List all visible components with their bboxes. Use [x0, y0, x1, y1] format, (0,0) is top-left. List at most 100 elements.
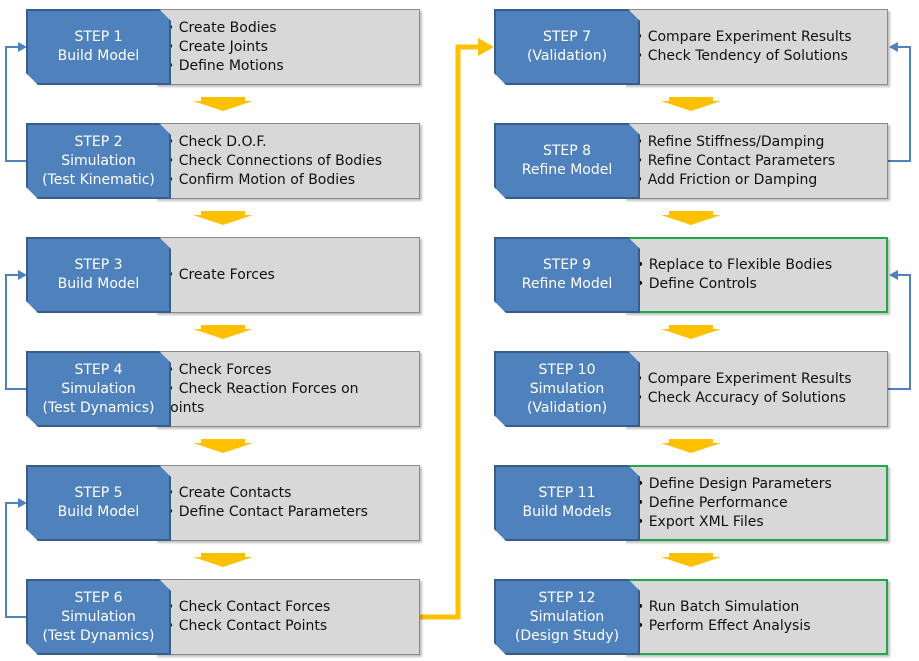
down-arrow-left-1 [193, 97, 253, 111]
transition-arrowhead-step7 [478, 38, 494, 56]
feedback-line-left-3 [5, 502, 26, 618]
feedback-line-right-1 [888, 46, 911, 162]
step-1-item-3: • Define Motions [166, 57, 284, 74]
down-arrow-left-2 [193, 211, 253, 225]
feedback-arrowhead-left-1 [18, 42, 27, 52]
step-2-number: STEP 2 [74, 133, 123, 150]
step-1-item-2: • Create Joints [166, 38, 268, 55]
step-6-name: Simulation [61, 608, 136, 625]
step-8-item-3: • Add Friction or Damping [635, 171, 818, 188]
step-11-description: • Define Design Parameters • Define Perf… [624, 465, 888, 541]
step-4-name: Simulation [61, 380, 136, 397]
step-3-item-1: • Create Forces [166, 266, 275, 283]
step-4-item-2: • Check Reaction Forces on Joints [166, 380, 359, 416]
step-9-name: Refine Model [521, 276, 613, 292]
down-arrow-right-2 [661, 211, 721, 225]
step-9-item-1: • Replace to Flexible Bodies [636, 257, 833, 273]
feedback-arrowhead-left-2 [18, 270, 27, 280]
step-3-title: STEP 3 Build Model [26, 237, 171, 313]
step-2-description: • Check D.O.F. • Check Connections of Bo… [155, 123, 420, 199]
step-4-subtitle: (Test Dynamics) [42, 399, 155, 416]
step-8-item-2: • Refine Contact Parameters [635, 152, 836, 169]
step-5-item-2: • Define Contact Parameters [166, 504, 368, 520]
step-6-title: STEP 6 Simulation (Test Dynamics) [26, 579, 171, 655]
step-10-item-2: • Check Accuracy of Solutions [635, 390, 846, 406]
step-2-item-2: • Check Connections of Bodies [166, 152, 382, 169]
step-9-item-2: • Define Controls [636, 276, 757, 292]
step-8-description: • Refine Stiffness/Damping • Refine Cont… [624, 123, 888, 199]
step-4-number: STEP 4 [74, 361, 123, 378]
step-9-title: STEP 9 Refine Model [494, 237, 640, 313]
step-6-item-1: • Check Contact Forces [166, 599, 331, 615]
feedback-arrowhead-right-1 [889, 42, 898, 52]
step-11-title: STEP 11 Build Models [494, 465, 640, 541]
step-5-name: Build Model [57, 504, 140, 520]
step-6-item-2: • Check Contact Points [166, 618, 328, 634]
step-7-title: STEP 7 (Validation) [494, 9, 640, 85]
step-6-description: • Check Contact Forces • Check Contact P… [155, 579, 420, 655]
step-11-number: STEP 11 [538, 485, 596, 501]
step-2-item-3: • Confirm Motion of Bodies [166, 171, 356, 188]
step-7-number: STEP 7 [542, 29, 592, 45]
step-12-item-1: • Run Batch Simulation [636, 599, 800, 615]
down-arrow-right-1 [661, 97, 721, 111]
step-2-name: Simulation [61, 152, 136, 169]
transition-line-step6-to-step7 [420, 44, 480, 620]
feedback-line-left-2 [5, 274, 26, 390]
step-5-number: STEP 5 [74, 485, 123, 501]
step-6-number: STEP 6 [74, 589, 123, 606]
step-1-item-1: • Create Bodies [166, 19, 277, 36]
step-11-item-1: • Define Design Parameters [636, 475, 832, 492]
step-12-name: Simulation [529, 608, 605, 625]
step-5-item-1: • Create Contacts [166, 485, 292, 501]
step-11-item-3: • Export XML Files [636, 513, 764, 530]
step-7-item-2: • Check Tendency of Solutions [635, 48, 848, 64]
step-1-title: STEP 1 Build Model [26, 9, 171, 85]
down-arrow-right-3 [661, 325, 721, 339]
step-8-title: STEP 8 Refine Model [494, 123, 640, 199]
step-10-subtitle: (Validation) [526, 399, 608, 416]
feedback-line-left-1 [5, 46, 26, 162]
step-4-item-1: • Check Forces [166, 361, 272, 378]
step-3-name: Build Model [57, 276, 140, 292]
feedback-line-right-2 [888, 274, 911, 390]
step-10-name: Simulation [529, 380, 605, 397]
step-12-description: • Run Batch Simulation • Perform Effect … [624, 579, 888, 655]
step-12-item-2: • Perform Effect Analysis [636, 618, 811, 634]
step-10-item-1: • Compare Experiment Results [635, 371, 852, 387]
step-10-number: STEP 10 [538, 361, 596, 378]
step-2-title: STEP 2 Simulation (Test Kinematic) [26, 123, 171, 199]
down-arrow-left-3 [193, 325, 253, 339]
step-12-number: STEP 12 [538, 589, 596, 606]
step-5-description: • Create Contacts • Define Contact Param… [155, 465, 420, 541]
step-10-description: • Compare Experiment Results • Check Acc… [624, 351, 888, 427]
down-arrow-right-4 [661, 439, 721, 453]
step-2-subtitle: (Test Kinematic) [42, 171, 155, 188]
step-1-number: STEP 1 [74, 29, 123, 45]
step-4-description: • Check Forces • Check Reaction Forces o… [155, 351, 420, 427]
step-3-number: STEP 3 [74, 257, 123, 273]
step-7-item-1: • Compare Experiment Results [635, 29, 852, 45]
step-7-description: • Compare Experiment Results • Check Ten… [624, 9, 888, 85]
step-8-name: Refine Model [521, 162, 613, 178]
step-7-name: (Validation) [526, 48, 608, 64]
step-9-number: STEP 9 [542, 257, 592, 273]
step-8-item-1: • Refine Stiffness/Damping [635, 133, 825, 150]
step-12-title: STEP 12 Simulation (Design Study) [494, 579, 640, 655]
step-4-title: STEP 4 Simulation (Test Dynamics) [26, 351, 171, 427]
step-5-title: STEP 5 Build Model [26, 465, 171, 541]
step-10-title: STEP 10 Simulation (Validation) [494, 351, 640, 427]
step-3-description: • Create Forces [155, 237, 420, 313]
step-12-subtitle: (Design Study) [514, 627, 620, 644]
step-11-name: Build Models [522, 504, 612, 520]
step-1-name: Build Model [57, 48, 140, 64]
step-9-description: • Replace to Flexible Bodies • Define Co… [624, 237, 888, 313]
down-arrow-right-5 [661, 553, 721, 567]
step-1-description: • Create Bodies • Create Joints • Define… [155, 9, 420, 85]
step-2-item-1: • Check D.O.F. [166, 133, 267, 150]
step-8-number: STEP 8 [542, 143, 592, 159]
feedback-arrowhead-right-2 [889, 270, 898, 280]
down-arrow-left-5 [193, 553, 253, 567]
step-11-item-2: • Define Performance [636, 494, 788, 511]
connectors [5, 38, 911, 620]
